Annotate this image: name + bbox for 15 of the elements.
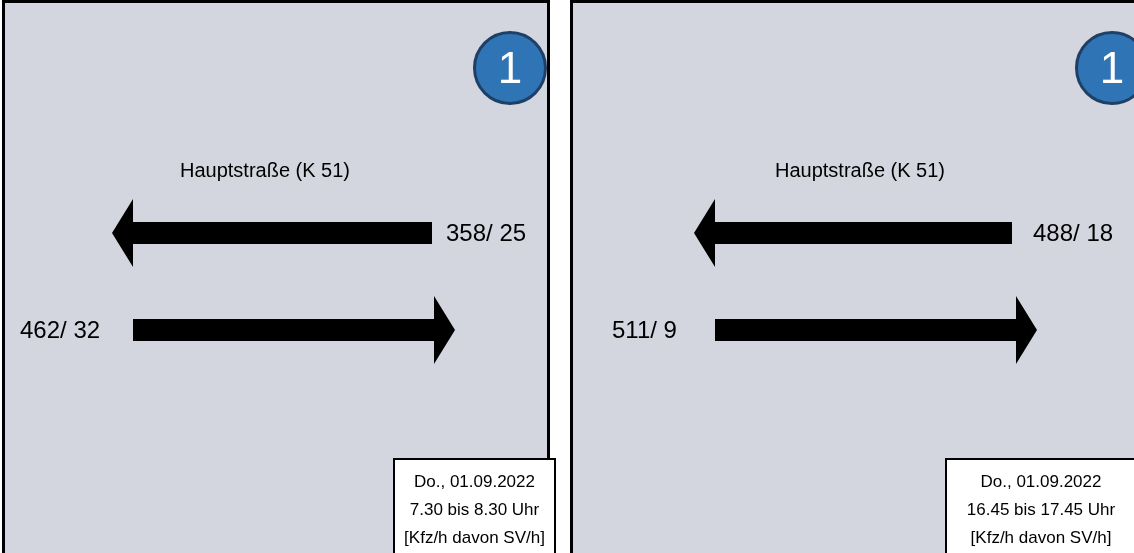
info-text: 16.45 bis 17.45 Uhr [966, 499, 1116, 521]
info-text: 7.30 bis 8.30 Uhr [409, 499, 540, 521]
flow-label: 358/ 25 [446, 221, 527, 245]
info-text: Do., 01.09.2022 [414, 471, 535, 493]
info-text: [Kfz/h davon SV/h] [970, 527, 1112, 549]
flow-label: 462/ 32 [20, 318, 101, 342]
panel [570, 0, 1134, 553]
info-text: [Kfz/h davon SV/h] [404, 527, 545, 549]
flow-label: 488/ 18 [1033, 221, 1114, 245]
flow-label: 511/ 9 [612, 318, 677, 342]
flow-label: Hauptstraße (K 51) [774, 160, 946, 180]
info-box [945, 458, 1134, 553]
info-text: Do., 01.09.2022 [980, 471, 1102, 493]
info-box [393, 458, 556, 553]
flow-label: Hauptstraße (K 51) [179, 160, 351, 180]
